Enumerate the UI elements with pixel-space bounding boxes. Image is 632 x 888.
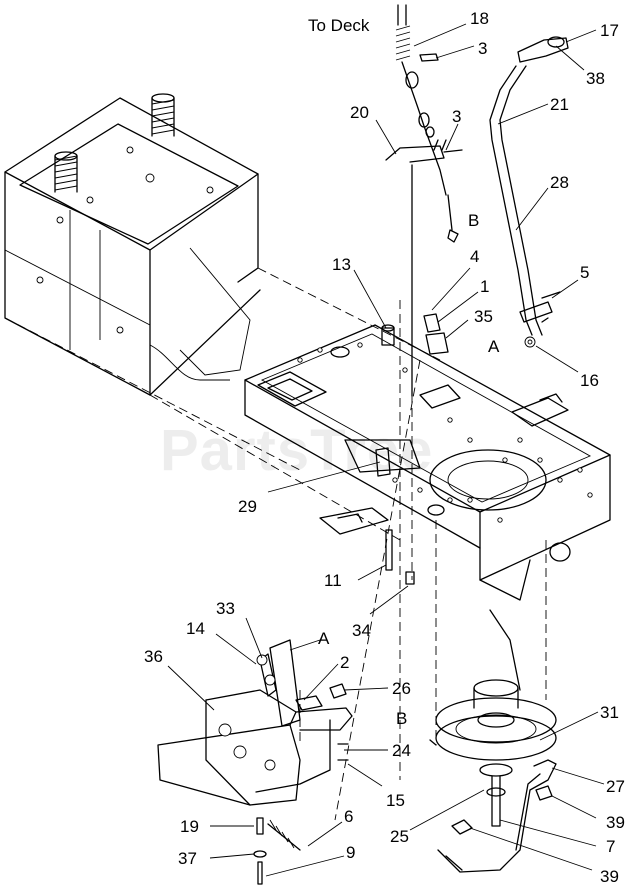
- callout-18: 18: [470, 9, 489, 28]
- callout-37: 37: [178, 849, 197, 868]
- callout-5: 5: [580, 263, 589, 282]
- seat-spring-right: [151, 93, 175, 137]
- callout-3-middle: 3: [452, 107, 461, 126]
- callout-39-upper: 39: [606, 813, 625, 832]
- callout-2: 2: [340, 653, 349, 672]
- callout-9: 9: [346, 843, 355, 862]
- callout-15: 15: [386, 791, 405, 810]
- callout-29: 29: [238, 497, 257, 516]
- bracket-assembly: [157, 639, 353, 806]
- callout-24: 24: [392, 741, 411, 760]
- callout-6: 6: [344, 807, 353, 826]
- point-a-lower: A: [318, 629, 330, 648]
- callout-35: 35: [474, 307, 493, 326]
- labels: To Deck 18 3 17 38 21 20 3 28 B 13 4 1 5…: [144, 9, 625, 886]
- pulley-assembly: [429, 609, 557, 873]
- callout-33: 33: [216, 599, 235, 618]
- callout-1: 1: [480, 277, 489, 296]
- callout-11: 11: [324, 571, 342, 590]
- callout-14: 14: [186, 619, 205, 638]
- callout-7: 7: [606, 837, 615, 856]
- callout-38: 38: [586, 69, 605, 88]
- callout-27: 27: [606, 777, 625, 796]
- callout-34: 34: [352, 621, 371, 640]
- spring-bolt: [253, 817, 301, 885]
- callout-17: 17: [600, 21, 619, 40]
- callout-20: 20: [350, 103, 369, 122]
- lift-lever: [489, 36, 569, 348]
- deck-cable-assembly: [385, 4, 463, 397]
- callout-39-lower: 39: [600, 867, 619, 886]
- callout-4: 4: [470, 247, 479, 266]
- callout-28: 28: [550, 173, 569, 192]
- callout-26: 26: [392, 679, 411, 698]
- alignment-lines: [4, 267, 547, 821]
- watermark-text: PartsTree: [160, 418, 433, 483]
- callout-21: 21: [550, 95, 569, 114]
- callout-13: 13: [332, 255, 351, 274]
- upper-frame: [4, 97, 261, 396]
- leader-lines: [167, 23, 605, 877]
- callout-25: 25: [390, 827, 409, 846]
- seat-spring-left: [54, 151, 78, 193]
- callout-16: 16: [580, 371, 599, 390]
- callout-3-upper: 3: [478, 39, 487, 58]
- callout-19: 19: [180, 817, 199, 836]
- to-deck-note: To Deck: [308, 16, 370, 35]
- point-a-upper: A: [488, 337, 500, 356]
- lower-frame: [244, 324, 611, 601]
- callout-36: 36: [144, 647, 163, 666]
- point-b-lower: B: [396, 709, 407, 728]
- callout-31: 31: [600, 703, 619, 722]
- point-b-upper: B: [468, 211, 479, 230]
- hardware: [375, 313, 549, 585]
